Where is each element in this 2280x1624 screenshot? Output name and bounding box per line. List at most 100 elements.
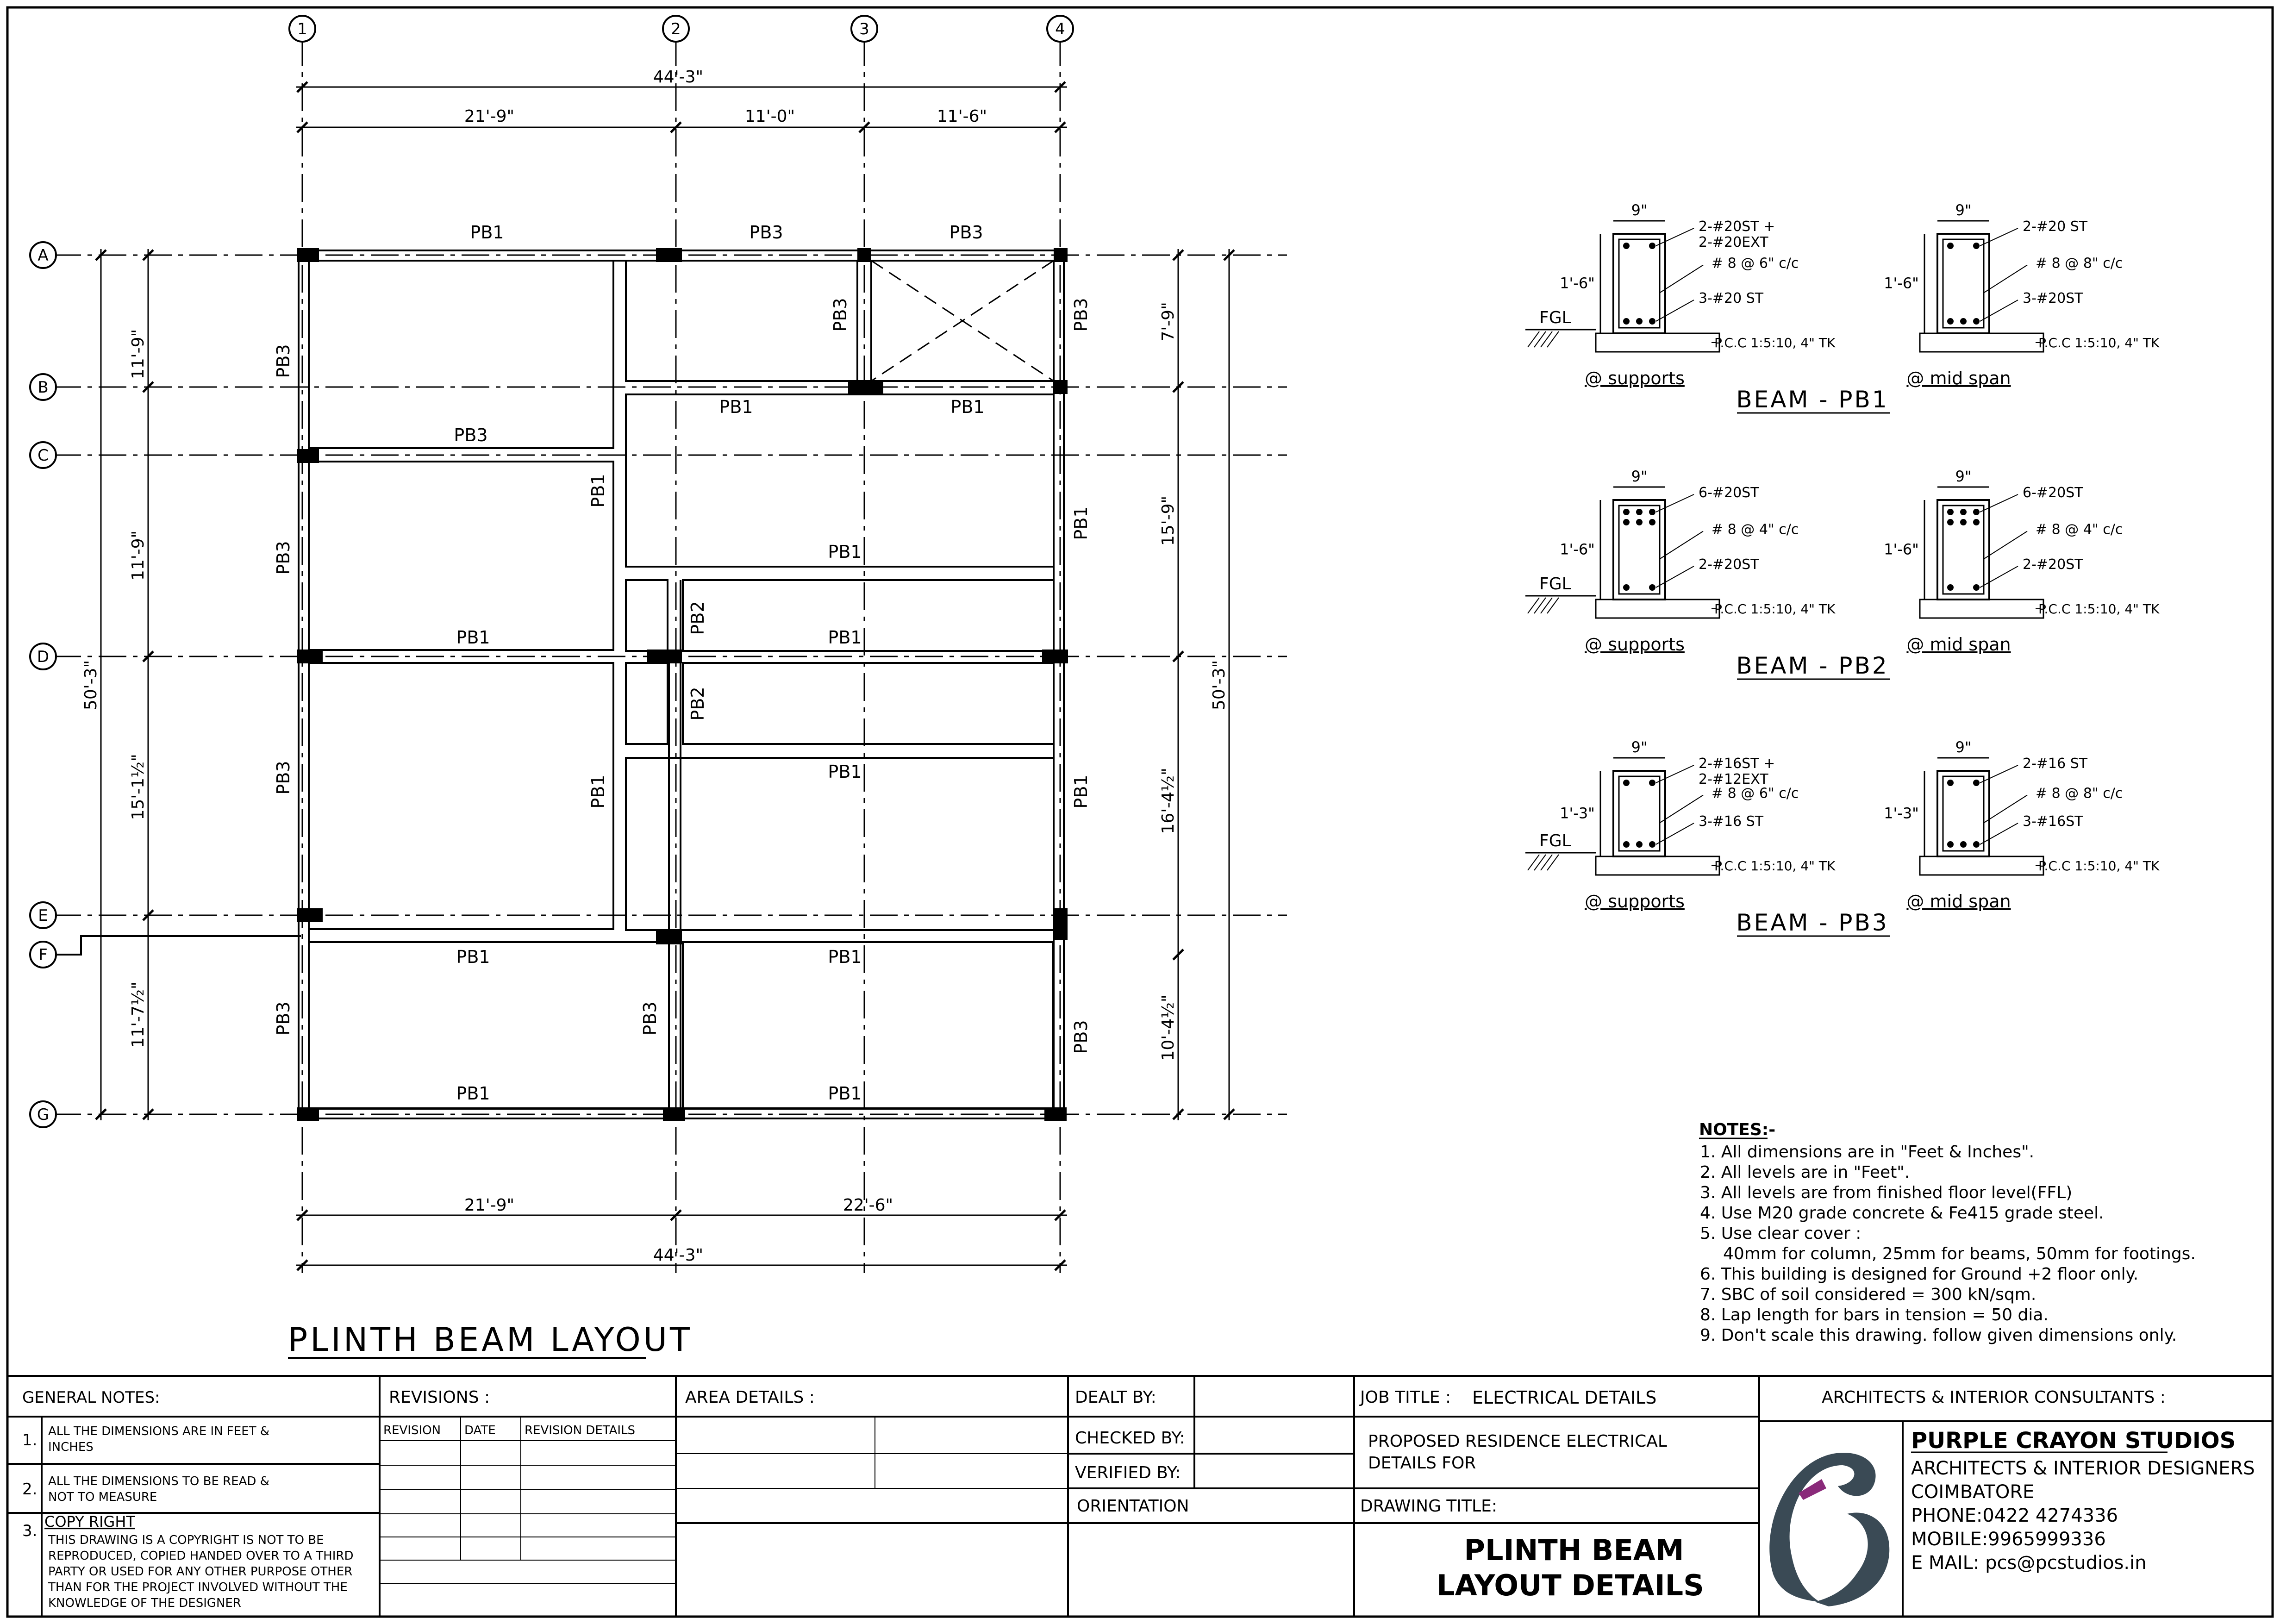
section-line bbox=[1983, 264, 2028, 294]
notes-title: NOTES:- bbox=[1699, 1120, 1775, 1139]
rebar-dot bbox=[1623, 243, 1630, 249]
beam-label: PB3 bbox=[454, 425, 487, 445]
rebar-dot bbox=[1649, 509, 1655, 515]
pcc-bed bbox=[1919, 599, 2044, 619]
opening-cross bbox=[871, 260, 1054, 382]
stirrup-label: # 8 @ 8" c/c bbox=[2036, 256, 2123, 272]
section-line bbox=[1547, 597, 1559, 614]
beam-label: PB1 bbox=[828, 1083, 862, 1104]
grid-row-e: E bbox=[38, 906, 48, 925]
note-item: 3. All levels are from finished floor le… bbox=[1700, 1183, 2072, 1202]
drawing-title-line2: LAYOUT DETAILS bbox=[1437, 1568, 1704, 1602]
grid-row-a: A bbox=[37, 246, 48, 265]
dim-top-seg1: 21'-9" bbox=[464, 107, 514, 126]
beam-label: PB3 bbox=[273, 1001, 294, 1035]
rebar-dot bbox=[1973, 841, 1980, 848]
dim-left-seg4: 11'-7½" bbox=[129, 981, 148, 1048]
notes-block: NOTES:- 1. All dimensions are in "Feet &… bbox=[1699, 1120, 2196, 1345]
rebar-dot bbox=[1960, 841, 1967, 848]
section-line bbox=[1540, 597, 1553, 614]
dim-bottom-seg2: 22'-6" bbox=[843, 1196, 893, 1215]
section-width-label: 9" bbox=[1955, 201, 1971, 219]
rebar-dot bbox=[1623, 584, 1630, 591]
checked-by-label: CHECKED BY: bbox=[1075, 1429, 1185, 1448]
plinth-beam-plan: 1 2 3 4 A B C D E F G bbox=[29, 15, 1287, 1359]
rebar-top-label: 6-#20ST bbox=[2023, 485, 2083, 501]
rebar-bottom-label: 2-#20ST bbox=[2023, 556, 2083, 573]
gn-text: KNOWLEDGE OF THE DESIGNER bbox=[48, 1596, 241, 1610]
section-line bbox=[1659, 794, 1704, 824]
grid-row-c: C bbox=[37, 446, 49, 465]
beam-section-title: BEAM - PB2 bbox=[1736, 652, 1888, 679]
note-item: 5. Use clear cover : bbox=[1700, 1224, 1861, 1243]
drawing-title-label: DRAWING TITLE: bbox=[1360, 1497, 1497, 1516]
section-line bbox=[1655, 823, 1694, 845]
rebar-dot bbox=[1973, 780, 1980, 786]
dim-top-seg3: 11'-6" bbox=[937, 107, 987, 126]
rebar-dot bbox=[1649, 318, 1655, 325]
project-line2: DETAILS FOR bbox=[1368, 1454, 1476, 1473]
note-item: 9. Don't scale this drawing. follow give… bbox=[1700, 1326, 2177, 1345]
section-line bbox=[1980, 300, 2018, 322]
rebar-dot bbox=[1649, 584, 1655, 591]
section-line bbox=[1547, 854, 1559, 871]
note-item: 2. All levels are in "Feet". bbox=[1700, 1163, 1910, 1182]
note-item: 6. This building is designed for Ground … bbox=[1700, 1265, 2138, 1284]
stirrup-label: # 8 @ 6" c/c bbox=[1712, 256, 1799, 272]
beam-label: PB2 bbox=[687, 601, 708, 635]
section-line bbox=[1655, 765, 1694, 783]
rebar-top-label: 2-#16 ST bbox=[2023, 756, 2088, 772]
fgl-label: FGL bbox=[1539, 575, 1571, 593]
job-title-label: JOB TITLE : bbox=[1359, 1388, 1451, 1407]
rebar-dot bbox=[1947, 519, 1954, 525]
section-width-label: 9" bbox=[1955, 468, 1971, 485]
rebar-bottom-label: 3-#16ST bbox=[2023, 813, 2083, 830]
gn-text: THIS DRAWING IS A COPYRIGHT IS NOT TO BE bbox=[48, 1533, 324, 1547]
pcc-bed bbox=[1595, 856, 1720, 876]
section-depth-label: 1'-6" bbox=[1884, 275, 1919, 292]
grid-row-d: D bbox=[37, 648, 49, 666]
gn-text: PARTY OR USED FOR ANY OTHER PURPOSE OTHE… bbox=[48, 1565, 352, 1579]
stirrup-label: # 8 @ 4" c/c bbox=[2036, 522, 2123, 538]
beam-label: PB1 bbox=[456, 1083, 490, 1104]
pcc-bed bbox=[1595, 332, 1720, 353]
beam-label: PB1 bbox=[950, 397, 984, 417]
rebar-dot bbox=[1623, 318, 1630, 325]
rebar-dot bbox=[1947, 509, 1954, 515]
section-line bbox=[1527, 854, 1540, 871]
beam-label: PB1 bbox=[828, 542, 862, 562]
pcs-logo-icon bbox=[1769, 1453, 1890, 1606]
pcc-label: P.C.C 1:5:10, 4" TK bbox=[1714, 858, 1836, 874]
dim-bottom-overall: 44'-3" bbox=[653, 1246, 703, 1265]
dim-left-seg1: 11'-9" bbox=[129, 329, 148, 379]
beam-label: PB3 bbox=[273, 761, 294, 794]
gn-text: THAN FOR THE PROJECT INVOLVED WITHOUT TH… bbox=[48, 1580, 348, 1594]
dim-right-overall: 50'-3" bbox=[1210, 660, 1229, 710]
rebar-bottom-label: 2-#20ST bbox=[1699, 556, 1759, 573]
gn-text: INCHES bbox=[48, 1440, 94, 1454]
section-line bbox=[1547, 331, 1559, 348]
copyright-heading: COPY RIGHT bbox=[44, 1513, 135, 1530]
grid-col-3: 3 bbox=[859, 20, 869, 38]
plan-title: PLINTH BEAM LAYOUT bbox=[288, 1321, 693, 1359]
job-title: ELECTRICAL DETAILS bbox=[1472, 1387, 1656, 1408]
section-line bbox=[1983, 794, 2028, 824]
pcc-label: P.C.C 1:5:10, 4" TK bbox=[2038, 601, 2160, 617]
section-line bbox=[1980, 765, 2018, 783]
columns bbox=[297, 248, 1068, 1121]
section-width-label: 9" bbox=[1631, 468, 1647, 485]
section-caption: @ mid span bbox=[1906, 368, 2011, 388]
rebar-dot bbox=[1960, 519, 1967, 525]
firm-name: PURPLE CRAYON STUDIOS bbox=[1911, 1428, 2236, 1454]
dim-bottom-seg1: 21'-9" bbox=[464, 1196, 514, 1215]
rebar-dot bbox=[1947, 584, 1954, 591]
beam-label: PB3 bbox=[830, 298, 850, 331]
beam-label: PB1 bbox=[828, 762, 862, 782]
beam-label: PB1 bbox=[470, 222, 504, 243]
beam-label: PB1 bbox=[719, 397, 753, 417]
section-line bbox=[1980, 494, 2018, 512]
rebar-dot bbox=[1947, 780, 1954, 786]
rebar-dot bbox=[1649, 841, 1655, 848]
dim-right-seg2: 15'-9" bbox=[1159, 496, 1178, 546]
section-depth-label: 1'-6" bbox=[1560, 541, 1595, 558]
